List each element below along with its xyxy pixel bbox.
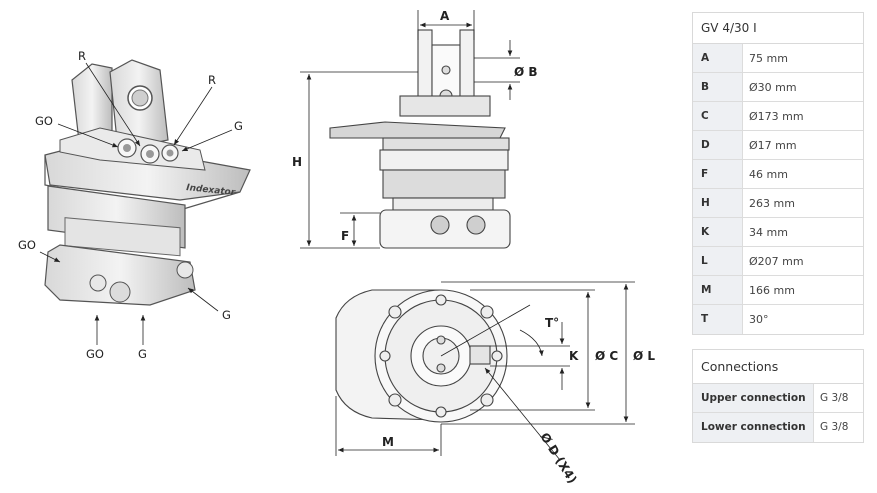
connection-key: Lower connection: [693, 413, 814, 442]
spec-row: A 75 mm: [693, 44, 863, 73]
dim-l-label: Ø L: [633, 349, 655, 363]
spec-value: 263 mm: [749, 197, 795, 210]
spec-key: D: [693, 131, 743, 159]
connection-value: G 3/8: [820, 392, 849, 404]
bottom-view: [335, 289, 508, 423]
spec-key: K: [693, 218, 743, 246]
dim-t-label: T°: [545, 316, 559, 330]
connections-title: Connections: [693, 350, 863, 384]
connection-key: Upper connection: [693, 384, 814, 412]
spec-value: Ø17 mm: [749, 139, 797, 152]
spec-key: A: [693, 44, 743, 72]
spec-key: F: [693, 160, 743, 188]
connection-row: Lower connection G 3/8: [693, 413, 863, 442]
spec-value: 30°: [749, 313, 769, 326]
spec-table: GV 4/30 I A 75 mm B Ø30 mm C Ø173 mm D Ø17 m…: [692, 12, 864, 335]
spec-key: H: [693, 189, 743, 217]
label-go-side: GO: [18, 238, 36, 252]
spec-row: H 263 mm: [693, 189, 863, 218]
spec-row: F 46 mm: [693, 160, 863, 189]
spec-row: K 34 mm: [693, 218, 863, 247]
spec-key: T: [693, 305, 743, 334]
label-r-right: R: [208, 73, 216, 87]
spec-value: Ø173 mm: [749, 110, 804, 123]
isometric-view: Indexator: [44, 59, 251, 306]
dim-d-label: Ø D (X4): [537, 430, 579, 486]
dim-h-label: H: [292, 155, 302, 169]
label-r-left: R: [78, 49, 86, 63]
spec-row: C Ø173 mm: [693, 102, 863, 131]
iso-leaders: [39, 62, 233, 345]
spec-table-title: GV 4/30 I: [693, 13, 863, 44]
connection-row: Upper connection G 3/8: [693, 384, 863, 413]
spec-key: M: [693, 276, 743, 304]
spec-key: B: [693, 73, 743, 101]
dim-c-label: Ø C: [595, 349, 618, 363]
spec-row: L Ø207 mm: [693, 247, 863, 276]
drawing-canvas: Indexator R R GO G GO G GO G: [18, 9, 655, 486]
spec-row: M 166 mm: [693, 276, 863, 305]
label-go-top: GO: [35, 114, 53, 128]
dim-k-label: K: [569, 349, 579, 363]
connection-value: G 3/8: [820, 421, 849, 433]
dim-b-label: Ø B: [514, 65, 538, 79]
spec-row: T 30°: [693, 305, 863, 334]
spec-value: 75 mm: [749, 52, 788, 65]
bottom-dims: [335, 281, 635, 461]
technical-drawing: Indexator R R GO G GO G GO G: [18, 9, 655, 486]
spec-value: Ø30 mm: [749, 81, 797, 94]
spec-value: 34 mm: [749, 226, 788, 239]
spec-value: 166 mm: [749, 284, 795, 297]
connections-table: Connections Upper connection G 3/8 Lower …: [692, 349, 864, 443]
dim-a-label: A: [440, 9, 450, 23]
label-go-bottom: GO: [86, 347, 104, 361]
front-view: [329, 29, 511, 249]
spec-row: B Ø30 mm: [693, 73, 863, 102]
spec-row: D Ø17 mm: [693, 131, 863, 160]
spec-key: L: [693, 247, 743, 275]
label-g-top: G: [234, 119, 243, 133]
spec-key: C: [693, 102, 743, 130]
spec-value: Ø207 mm: [749, 255, 804, 268]
label-g-side: G: [222, 308, 231, 322]
spec-value: 46 mm: [749, 168, 788, 181]
dim-f-label: F: [341, 229, 349, 243]
dim-m-label: M: [382, 435, 394, 449]
front-dims: [300, 10, 520, 249]
label-g-bottom: G: [138, 347, 147, 361]
